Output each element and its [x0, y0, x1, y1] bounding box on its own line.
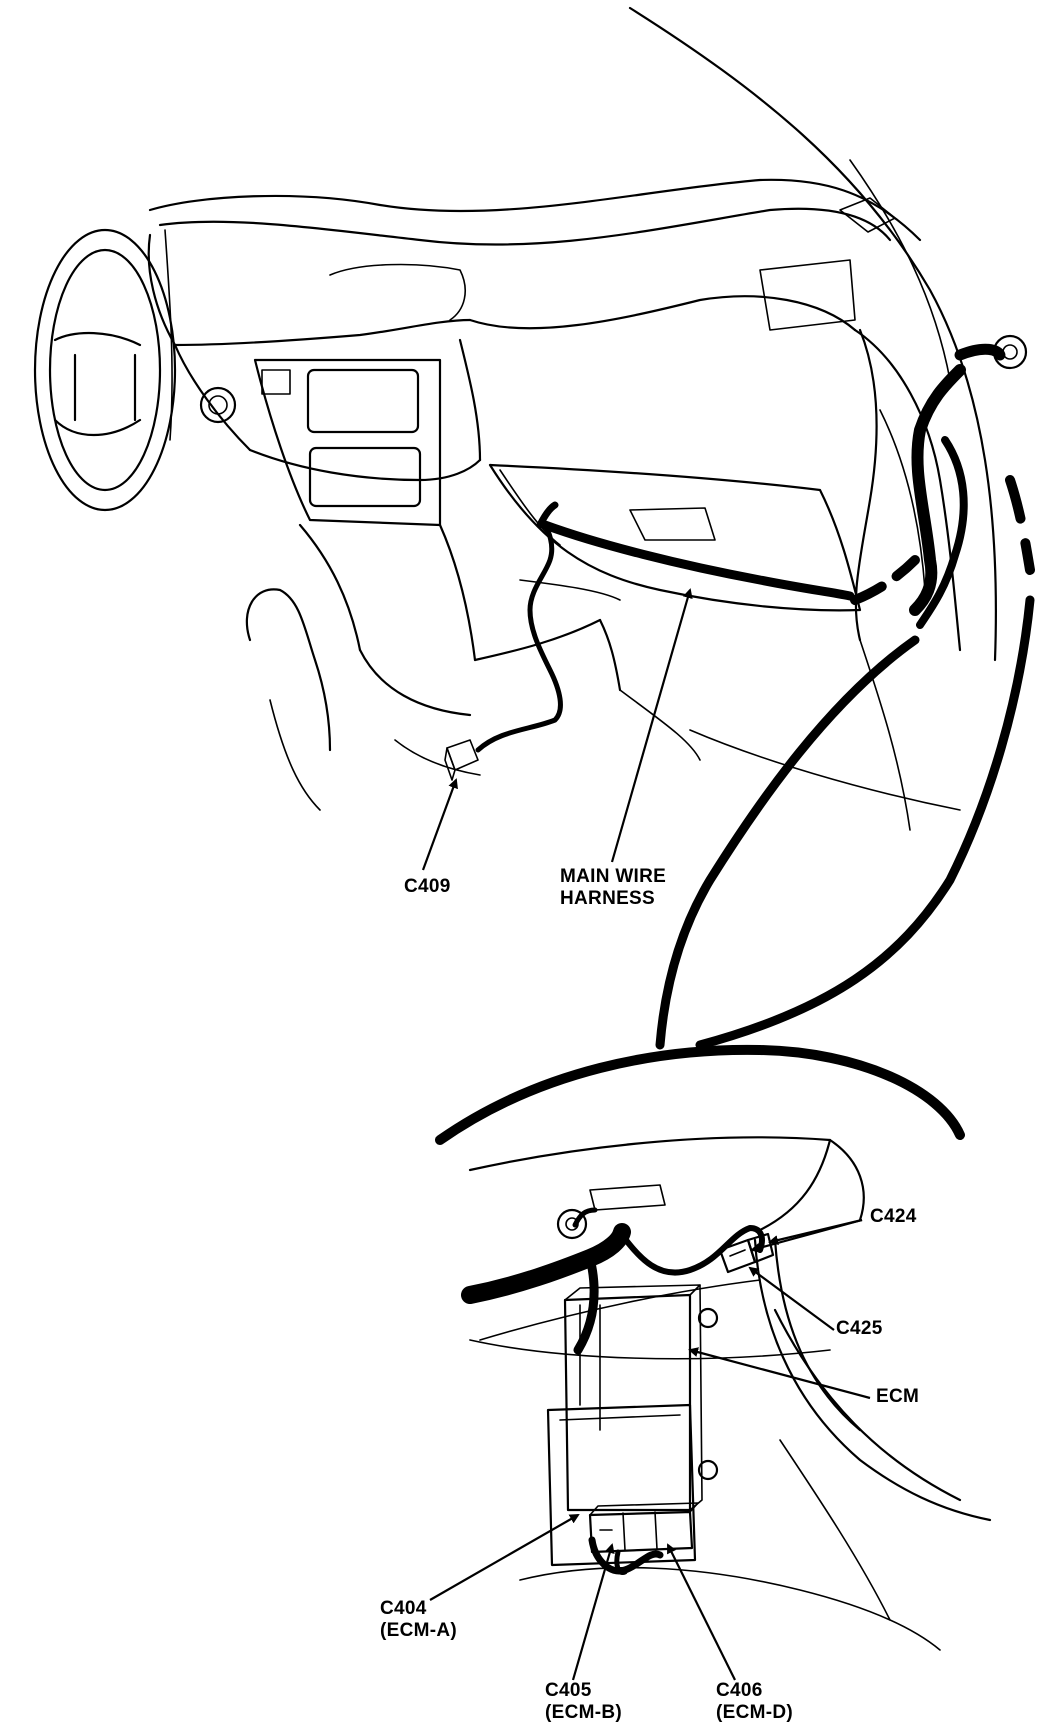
harness-to-ecm-area — [655, 595, 1035, 1050]
leader-c405 — [571, 1543, 615, 1681]
windshield-pillar — [628, 6, 997, 662]
detail-boundary-arc — [435, 1044, 965, 1145]
c406-label-id: C406 — [716, 1680, 763, 1701]
leader-main-wire-harness — [610, 588, 693, 863]
leader-c424 — [750, 1218, 863, 1253]
main-wire-harness-label-line2: HARNESS — [560, 888, 656, 909]
c405-label: C405 (ECM-B) — [545, 1680, 622, 1724]
c406-label: C406 (ECM-D) — [716, 1680, 793, 1724]
c424-label: C424 — [870, 1206, 917, 1227]
leader-c406 — [667, 1543, 736, 1681]
c425-label: C425 — [836, 1318, 883, 1339]
c424-c425-connectors — [718, 1232, 775, 1274]
c404-label-id: C404 — [380, 1598, 427, 1619]
leader-ecm — [688, 1347, 871, 1400]
c409-label: C409 — [404, 876, 451, 897]
main-wire-harness-label: MAIN WIRE HARNESS — [560, 866, 666, 910]
kick-panel-detail — [468, 1136, 992, 1651]
c405-label-id: C405 — [545, 1680, 592, 1701]
main-wire-harness-label-line1: MAIN WIRE — [560, 866, 667, 887]
center-console-panel — [199, 358, 961, 831]
leader-c425 — [748, 1266, 835, 1331]
ecm-label: ECM — [876, 1386, 920, 1407]
c404-label-sub: (ECM-A) — [380, 1620, 458, 1641]
main-wire-harness-upper — [536, 334, 1035, 629]
main-wire-harness-lower — [461, 1207, 765, 1355]
dashboard-outline — [147, 178, 962, 652]
leader-c409 — [421, 778, 458, 871]
leader-c404 — [429, 1514, 580, 1601]
c406-label-sub: (ECM-D) — [716, 1702, 794, 1723]
c405-label-sub: (ECM-B) — [545, 1702, 623, 1723]
c404-label: C404 (ECM-A) — [380, 1598, 457, 1642]
ecm-module — [546, 1284, 719, 1575]
steering-wheel — [33, 228, 177, 512]
